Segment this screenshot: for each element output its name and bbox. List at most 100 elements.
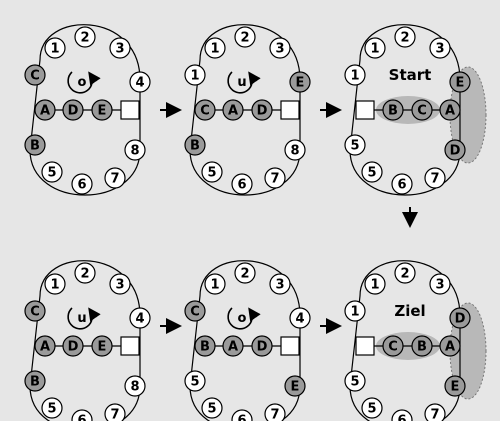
node-label: D [450, 144, 461, 159]
number-node: 1 [45, 38, 65, 58]
number-node: 2 [75, 263, 95, 283]
node-label: E [456, 76, 465, 91]
letter-node: D [450, 308, 470, 328]
node-label: 2 [400, 31, 409, 46]
empty-slot-square [281, 337, 299, 355]
node-label: A [40, 104, 50, 119]
node-label: 6 [237, 178, 246, 193]
letter-node: A [223, 100, 243, 120]
number-node: 7 [425, 404, 445, 421]
letter-node: C [25, 65, 45, 85]
number-node: 7 [425, 168, 445, 188]
node-label: A [40, 340, 50, 355]
node-label: 5 [350, 375, 359, 390]
node-label: C [30, 69, 40, 84]
node-label: 1 [370, 278, 379, 293]
number-node: 3 [430, 274, 450, 294]
letter-node: D [63, 100, 83, 120]
number-node: 3 [270, 38, 290, 58]
number-node: 4 [130, 308, 150, 328]
number-node: 3 [430, 38, 450, 58]
node-label: 5 [367, 166, 376, 181]
node-label: 8 [130, 144, 139, 159]
letter-node: C [25, 301, 45, 321]
number-node: 4 [130, 72, 150, 92]
node-label: 5 [207, 402, 216, 417]
node-label: B [190, 139, 200, 154]
node-label: 2 [400, 267, 409, 282]
node-label: E [98, 340, 107, 355]
node-label: 5 [367, 402, 376, 417]
rotation-arrow-icon: u [228, 72, 252, 93]
letter-node: E [92, 100, 112, 120]
letter-node: B [185, 135, 205, 155]
node-label: B [388, 104, 398, 119]
node-label: B [30, 375, 40, 390]
rotation-label: o [238, 311, 247, 326]
node-label: 7 [430, 408, 439, 421]
node-label: 2 [80, 31, 89, 46]
number-node: 5 [362, 162, 382, 182]
node-label: E [451, 380, 460, 395]
node-label: C [200, 104, 210, 119]
node-label: 1 [210, 278, 219, 293]
node-label: 3 [275, 42, 284, 57]
letter-node: A [440, 336, 460, 356]
number-node: 6 [232, 410, 252, 421]
number-node: 1 [205, 38, 225, 58]
node-label: 1 [350, 69, 359, 84]
letter-node: C [185, 301, 205, 321]
node-label: 7 [270, 408, 279, 421]
letter-node: E [92, 336, 112, 356]
rotation-arrow-icon: o [68, 72, 92, 93]
letter-node: E [290, 72, 310, 92]
number-node: 5 [185, 371, 205, 391]
letter-node: E [285, 376, 305, 396]
number-node: 1 [345, 65, 365, 85]
node-label: 8 [290, 144, 299, 159]
node-label: B [200, 340, 210, 355]
node-label: 7 [110, 408, 119, 421]
node-label: A [445, 104, 455, 119]
number-node: 5 [42, 162, 62, 182]
number-node: 7 [265, 404, 285, 421]
empty-slot-square [121, 101, 139, 119]
empty-slot-square [356, 337, 374, 355]
number-node: 7 [105, 168, 125, 188]
rotation-label: u [237, 75, 246, 90]
node-label: A [228, 104, 238, 119]
node-label: 5 [47, 402, 56, 417]
node-label: 6 [397, 178, 406, 193]
letter-node: B [25, 135, 45, 155]
number-node: 1 [365, 274, 385, 294]
letter-node: B [195, 336, 215, 356]
number-node: 6 [392, 174, 412, 194]
node-label: 1 [50, 42, 59, 57]
number-node: 5 [345, 371, 365, 391]
node-label: 3 [115, 42, 124, 57]
letter-node: B [383, 100, 403, 120]
panel-label: Ziel [394, 302, 425, 320]
node-label: 3 [115, 278, 124, 293]
rotation-arrow-icon: o [228, 308, 252, 329]
node-label: 3 [275, 278, 284, 293]
letter-node: B [25, 371, 45, 391]
letter-node: A [35, 100, 55, 120]
node-label: 6 [397, 414, 406, 421]
rotation-arrow-icon: u [68, 308, 92, 329]
node-label: 6 [237, 414, 246, 421]
node-label: 5 [190, 375, 199, 390]
node-label: 2 [80, 267, 89, 282]
number-node: 2 [75, 27, 95, 47]
node-label: 4 [135, 76, 144, 91]
node-label: 1 [50, 278, 59, 293]
number-node: 1 [365, 38, 385, 58]
node-label: 7 [270, 172, 279, 187]
node-label: 2 [240, 31, 249, 46]
